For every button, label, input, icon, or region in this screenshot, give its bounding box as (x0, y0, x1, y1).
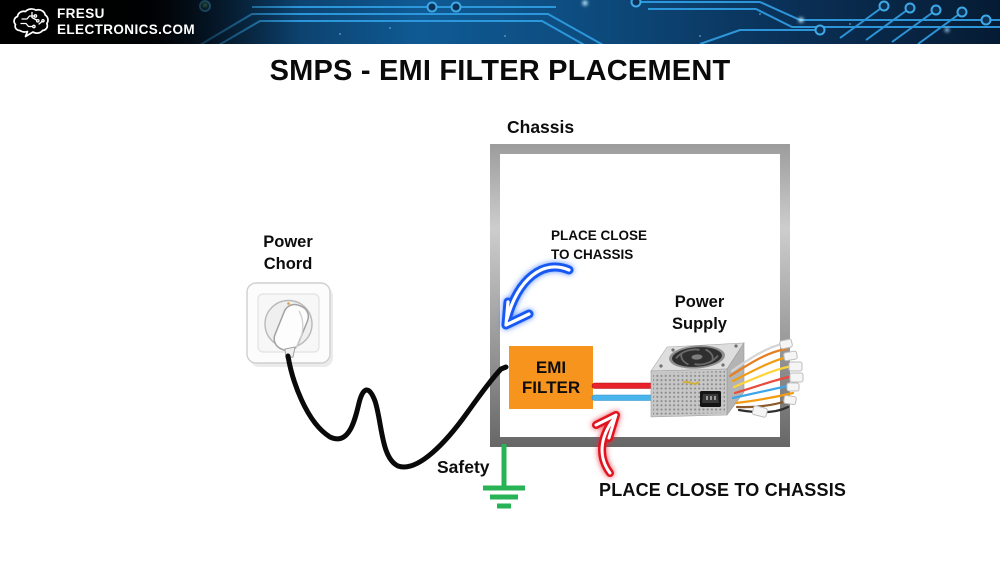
page-title: SMPS - EMI FILTER PLACEMENT (269, 55, 731, 87)
brain-circuit-icon (13, 8, 49, 38)
power-supply-label: Power Supply (652, 291, 747, 335)
mains-cable-wire (285, 353, 509, 470)
circuit-board-banner-art (0, 0, 1000, 44)
power-outlet-illustration (246, 282, 333, 367)
power-chord-label-line2: Chord (263, 255, 313, 273)
place-close-to-chassis-top-label: PLACE CLOSE TO CHASSIS (551, 226, 647, 264)
chassis-label: Chassis (507, 117, 575, 137)
place-close-top-line2: TO CHASSIS (551, 247, 634, 262)
place-close-top-line1: PLACE CLOSE (551, 228, 648, 243)
power-chord-label: Power Chord (246, 231, 330, 275)
emi-filter-label-line2: FILTER (521, 377, 581, 397)
brand-wordmark: FRESU ELECTRONICS.COM (57, 6, 195, 38)
power-plug-illustration (273, 303, 310, 359)
power-supply-label-line2: Supply (671, 315, 727, 333)
power-chord-label-line1: Power (263, 233, 313, 251)
brand-line2: ELECTRONICS.COM (57, 22, 196, 37)
emi-filter-label-line1: EMI (535, 357, 567, 377)
header-banner: FRESU ELECTRONICS.COM (0, 0, 1000, 44)
safety-label: Safety (437, 457, 490, 477)
brand-line1: FRESU (57, 6, 105, 21)
emi-filter-box: EMI FILTER (509, 346, 593, 409)
place-close-to-chassis-bottom-label: PLACE CLOSE TO CHASSIS (599, 480, 847, 500)
power-supply-label-line1: Power (674, 293, 725, 311)
